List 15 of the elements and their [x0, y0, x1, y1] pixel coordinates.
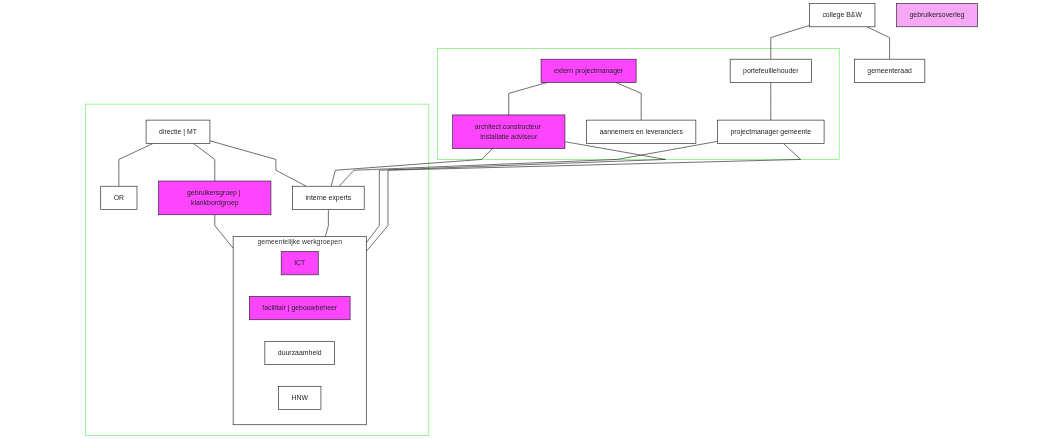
connector [214, 214, 234, 249]
connector [193, 143, 216, 182]
connector [866, 26, 890, 60]
connector [338, 141, 718, 187]
connector [770, 82, 772, 121]
connector [325, 209, 329, 237]
connector [118, 143, 154, 187]
connector [365, 143, 801, 252]
connector [209, 140, 307, 187]
cluster [85, 103, 430, 436]
cluster [437, 48, 840, 160]
connector [615, 82, 642, 121]
connector [770, 25, 810, 60]
connector [330, 148, 493, 187]
connector [365, 141, 666, 244]
